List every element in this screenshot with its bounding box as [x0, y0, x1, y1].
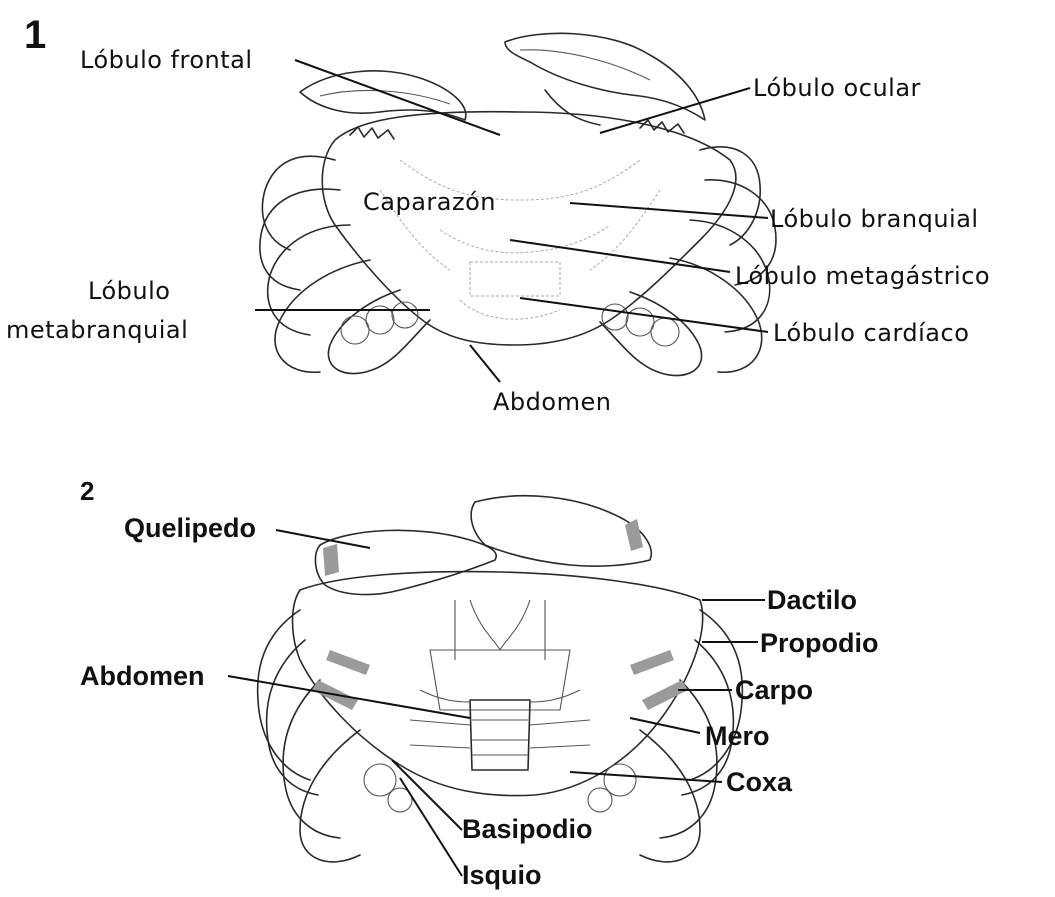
figure-2-number: 2: [80, 476, 94, 506]
label-carpo: Carpo: [735, 675, 813, 705]
label-lobulo-metagastrico: Lóbulo metagástrico: [735, 262, 990, 290]
leader-lobulo-metagastrico: [510, 240, 730, 272]
crab-dorsal-drawing: [260, 33, 776, 375]
leader-lobulo-cardiaco: [520, 298, 768, 332]
label-abdomen-1: Abdomen: [493, 388, 611, 416]
leader-isquio: [400, 778, 462, 876]
label-lobulo-branquial: Lóbulo branquial: [770, 205, 979, 233]
label-caparazon: Caparazón: [363, 188, 496, 216]
label-quelipedo: Quelipedo: [124, 513, 256, 543]
figure-2-labels: Quelipedo Dactilo Propodio Abdomen Carpo…: [80, 513, 878, 890]
label-lobulo-ocular: Lóbulo ocular: [753, 74, 921, 102]
leader-lobulo-branquial: [570, 203, 768, 218]
crab-ventral-drawing: [258, 496, 743, 862]
leader-abdomen-1: [470, 345, 500, 382]
label-lobulo-metabranquial-line1: Lóbulo: [88, 277, 170, 305]
leader-lobulo-frontal: [295, 60, 500, 135]
label-isquio: Isquio: [462, 860, 542, 890]
figure-1-number: 1: [24, 13, 46, 57]
label-propodio: Propodio: [760, 628, 878, 658]
label-mero: Mero: [705, 721, 770, 751]
figure-1-dorsal-view: 1: [6, 13, 990, 416]
leader-abdomen-2: [228, 676, 470, 718]
label-lobulo-metabranquial-line2: metabranquial: [6, 316, 188, 344]
label-lobulo-cardiaco: Lóbulo cardíaco: [773, 319, 969, 347]
figure-1-labels: Lóbulo frontal Lóbulo ocular Caparazón L…: [6, 46, 990, 416]
figure-2-ventral-view: 2: [80, 476, 878, 890]
label-basipodio: Basipodio: [462, 814, 593, 844]
label-lobulo-frontal: Lóbulo frontal: [80, 46, 253, 74]
label-coxa: Coxa: [726, 767, 793, 797]
label-dactilo: Dactilo: [767, 585, 857, 615]
label-abdomen-2: Abdomen: [80, 661, 205, 691]
